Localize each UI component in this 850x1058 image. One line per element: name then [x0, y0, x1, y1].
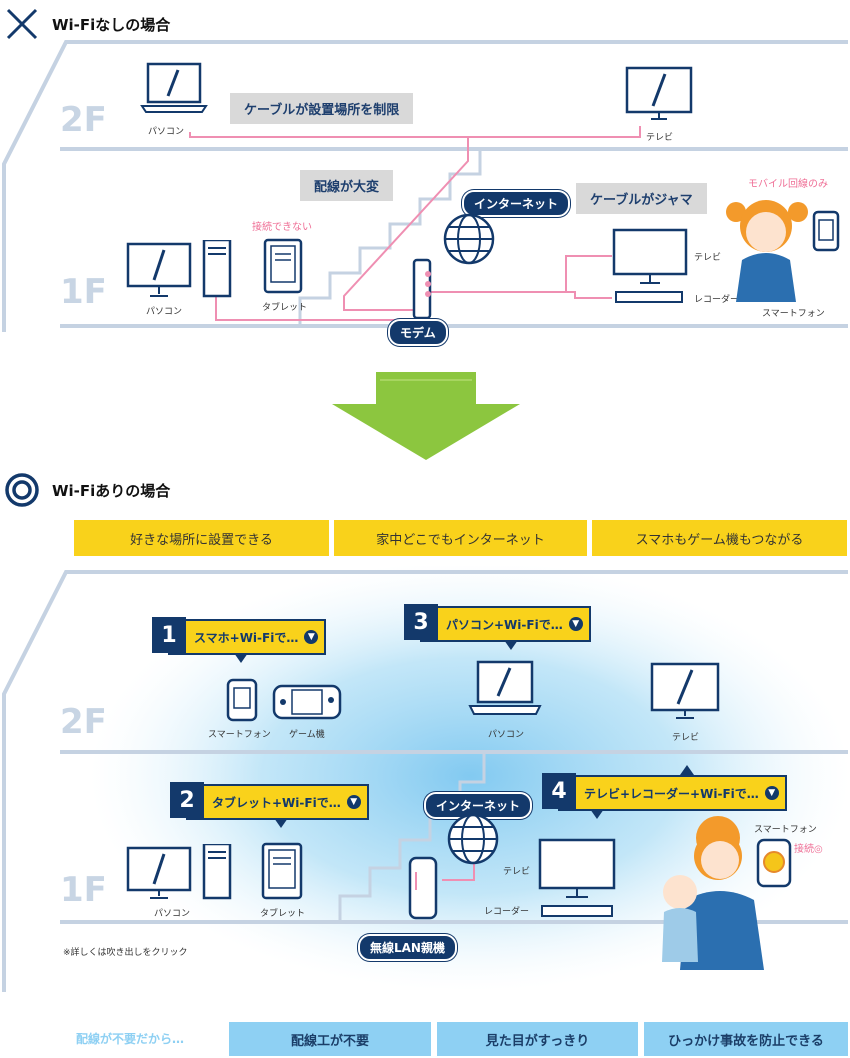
callout-tail [590, 809, 604, 819]
house-outline-top [2, 40, 848, 332]
callout-label: パソコン+Wi-Fiで… [446, 617, 563, 632]
footer-lead: 配線が不要だから… [76, 1032, 185, 1046]
device-label-tv-1f-wifi: テレビ [503, 867, 531, 877]
laptop-icon [468, 660, 542, 715]
callout-number: 4 [542, 773, 576, 809]
callout-label: タブレット+Wi-Fiで… [212, 795, 341, 810]
benefit-phone-game-connect: スマホもゲーム機もつながる [592, 520, 847, 556]
device-label-recorder-1f: レコーダー [694, 295, 740, 305]
footer-prevent-trip-accident: ひっかけ事故を防止できる [644, 1022, 848, 1056]
without-wifi-title: Wi-Fiなしの場合 [52, 15, 171, 34]
device-label-tablet-1f-wifi: タブレット [260, 909, 306, 919]
tablet-icon [263, 238, 303, 294]
smartphone-and-game-icons [226, 678, 342, 722]
tv-icon [612, 228, 688, 303]
floor-1f-label-bottom: 1F [60, 870, 107, 910]
device-label-pc-1f-wifi: パソコン [154, 909, 191, 919]
device-label-tablet-1f: タブレット [262, 303, 308, 313]
device-label-tv-1f: テレビ [694, 253, 722, 263]
device-label-tv-2f: テレビ [646, 133, 674, 143]
floor-2f-label-top: 2F [60, 100, 107, 140]
callout-tail [234, 653, 248, 663]
floor-1f-label-top: 1F [60, 272, 107, 312]
chevron-down-icon: ▼ [568, 617, 583, 631]
device-label-smartphone-2f: スマートフォン [208, 730, 271, 740]
callout-number: 1 [152, 617, 186, 653]
floor-2f-label-bottom: 2F [60, 702, 107, 742]
mobile-only-label: モバイル回線のみ [748, 179, 828, 190]
callout-tail [274, 818, 288, 828]
problem-wiring-hard: 配線が大変 [300, 170, 394, 201]
device-label-pc-1f: パソコン [146, 307, 183, 317]
callout-tail [504, 640, 518, 650]
connected-label: 接続◎ [794, 844, 823, 855]
without-wifi-header: Wi-Fiなしの場合 [2, 4, 170, 44]
callout-tail [680, 765, 694, 775]
problem-cable-location: ケーブルが設置場所を制限 [230, 93, 414, 124]
desktop-pc-icon [126, 240, 232, 298]
globe-icon [447, 813, 499, 865]
laptop-icon [140, 62, 208, 113]
callout-tablet-wifi[interactable]: 2 タブレット+Wi-Fiで… ▼ [170, 782, 369, 828]
footer-clean-look: 見た目がすっきり [437, 1022, 638, 1056]
callout-number: 2 [170, 782, 204, 818]
tv-icon [625, 66, 693, 120]
problem-cable-obstacle: ケーブルがジャマ [576, 183, 707, 214]
tablet-icon [261, 842, 303, 900]
device-label-tv-2f-wifi: テレビ [672, 733, 700, 743]
callout-number: 3 [404, 604, 438, 640]
device-label-smartphone-1f: スマートフォン [762, 309, 825, 319]
modem-label: モデム [388, 319, 448, 346]
modem-icon [412, 258, 432, 320]
chevron-down-icon: ▼ [346, 795, 361, 809]
cross-icon [6, 8, 38, 40]
device-label-game-2f: ゲーム機 [289, 730, 325, 740]
tv-icon [538, 838, 616, 917]
callout-tv-recorder-wifi[interactable]: 4 テレビ+レコーダー+Wi-Fiで… ▼ [542, 765, 787, 819]
down-arrow-icon [332, 372, 520, 460]
wireless-router-icon [408, 856, 438, 920]
with-wifi-header: Wi-Fiありの場合 [2, 470, 170, 510]
double-circle-icon [5, 473, 39, 507]
not-connected-label: 接続できない [252, 222, 312, 233]
desktop-pc-icon [126, 844, 232, 900]
callout-label: スマホ+Wi-Fiで… [194, 630, 299, 645]
benefit-place-anywhere: 好きな場所に設置できる [74, 520, 329, 556]
device-label-pc-2f-wifi: パソコン [488, 730, 525, 740]
tv-icon [650, 662, 720, 719]
benefit-internet-everywhere: 家中どこでもインターネット [334, 520, 587, 556]
chevron-down-icon: ▼ [304, 630, 319, 644]
footer-no-wiring-work: 配線工が不要 [229, 1022, 431, 1056]
callout-pc-wifi[interactable]: 3 パソコン+Wi-Fiで… ▼ [404, 604, 591, 650]
click-callout-note: ※詳しくは吹き出しをクリック [63, 948, 188, 958]
chevron-down-icon: ▼ [764, 786, 779, 800]
device-label-pc-2f: パソコン [148, 127, 185, 137]
device-label-recorder-1f-wifi: レコーダー [484, 907, 530, 917]
callout-label: テレビ+レコーダー+Wi-Fiで… [584, 786, 759, 801]
device-label-smartphone-1f-wifi: スマートフォン [754, 825, 817, 835]
girl-with-phone-illustration [726, 200, 840, 302]
router-label: 無線LAN親機 [358, 934, 457, 961]
mother-and-baby-illustration [662, 816, 792, 970]
callout-smartphone-wifi[interactable]: 1 スマホ+Wi-Fiで… ▼ [152, 617, 327, 663]
globe-icon [443, 213, 495, 265]
internet-label-top: インターネット [462, 190, 571, 217]
with-wifi-title: Wi-Fiありの場合 [52, 481, 171, 500]
